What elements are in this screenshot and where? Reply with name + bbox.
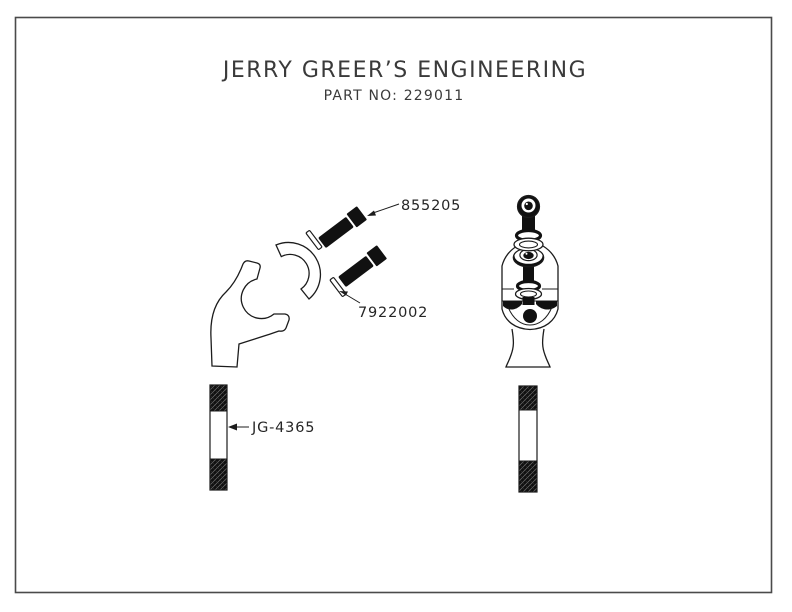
bolt-lower [338, 245, 387, 287]
top-flat-washer [513, 237, 544, 252]
assembled-stem [505, 328, 551, 368]
handlebar-gap-right [536, 301, 557, 310]
washer-edge-top [305, 230, 323, 250]
part-number: PART NO: 229011 [324, 88, 465, 104]
knurled-grip-top [209, 384, 228, 412]
clamp-cap [275, 241, 322, 300]
seated-bolt-head [512, 247, 545, 268]
assembled-clamp-body [501, 245, 559, 331]
top-bolt-head [516, 194, 541, 219]
leader-855205 [367, 203, 400, 216]
inner-bolt-end [522, 297, 535, 305]
callout-855205: 855205 [401, 198, 461, 214]
exploded-view: 855205 7922002 [210, 198, 461, 368]
inner-bolt-shaft [523, 260, 534, 284]
arrowhead [367, 210, 376, 216]
arrowhead [339, 291, 348, 296]
leader-7922002 [339, 291, 361, 304]
arrowhead [228, 423, 237, 431]
handlebar-gap-left [503, 301, 522, 310]
sheet-border [14, 16, 773, 594]
callout-jg4365: JG-4365 [251, 420, 315, 436]
bolt-855205 [318, 206, 367, 248]
clamp-bore-arc [507, 306, 553, 326]
top-bolt-shaft [522, 214, 535, 233]
knurled-grip-bottom [209, 458, 228, 491]
knurled-grip-bottom [518, 460, 538, 493]
riser-clamp-body [210, 260, 290, 368]
top-flat-washer-hole [518, 240, 539, 249]
handlebar-section-right [518, 385, 538, 493]
drawing-title: JERRY GREER’S ENGINEERING [221, 58, 587, 83]
bore-hole [523, 309, 537, 323]
knurled-grip-top [518, 385, 538, 411]
assembled-view [501, 194, 559, 368]
handlebar-section-left: JG-4365 [209, 384, 315, 491]
callout-7922002: 7922002 [358, 305, 428, 321]
